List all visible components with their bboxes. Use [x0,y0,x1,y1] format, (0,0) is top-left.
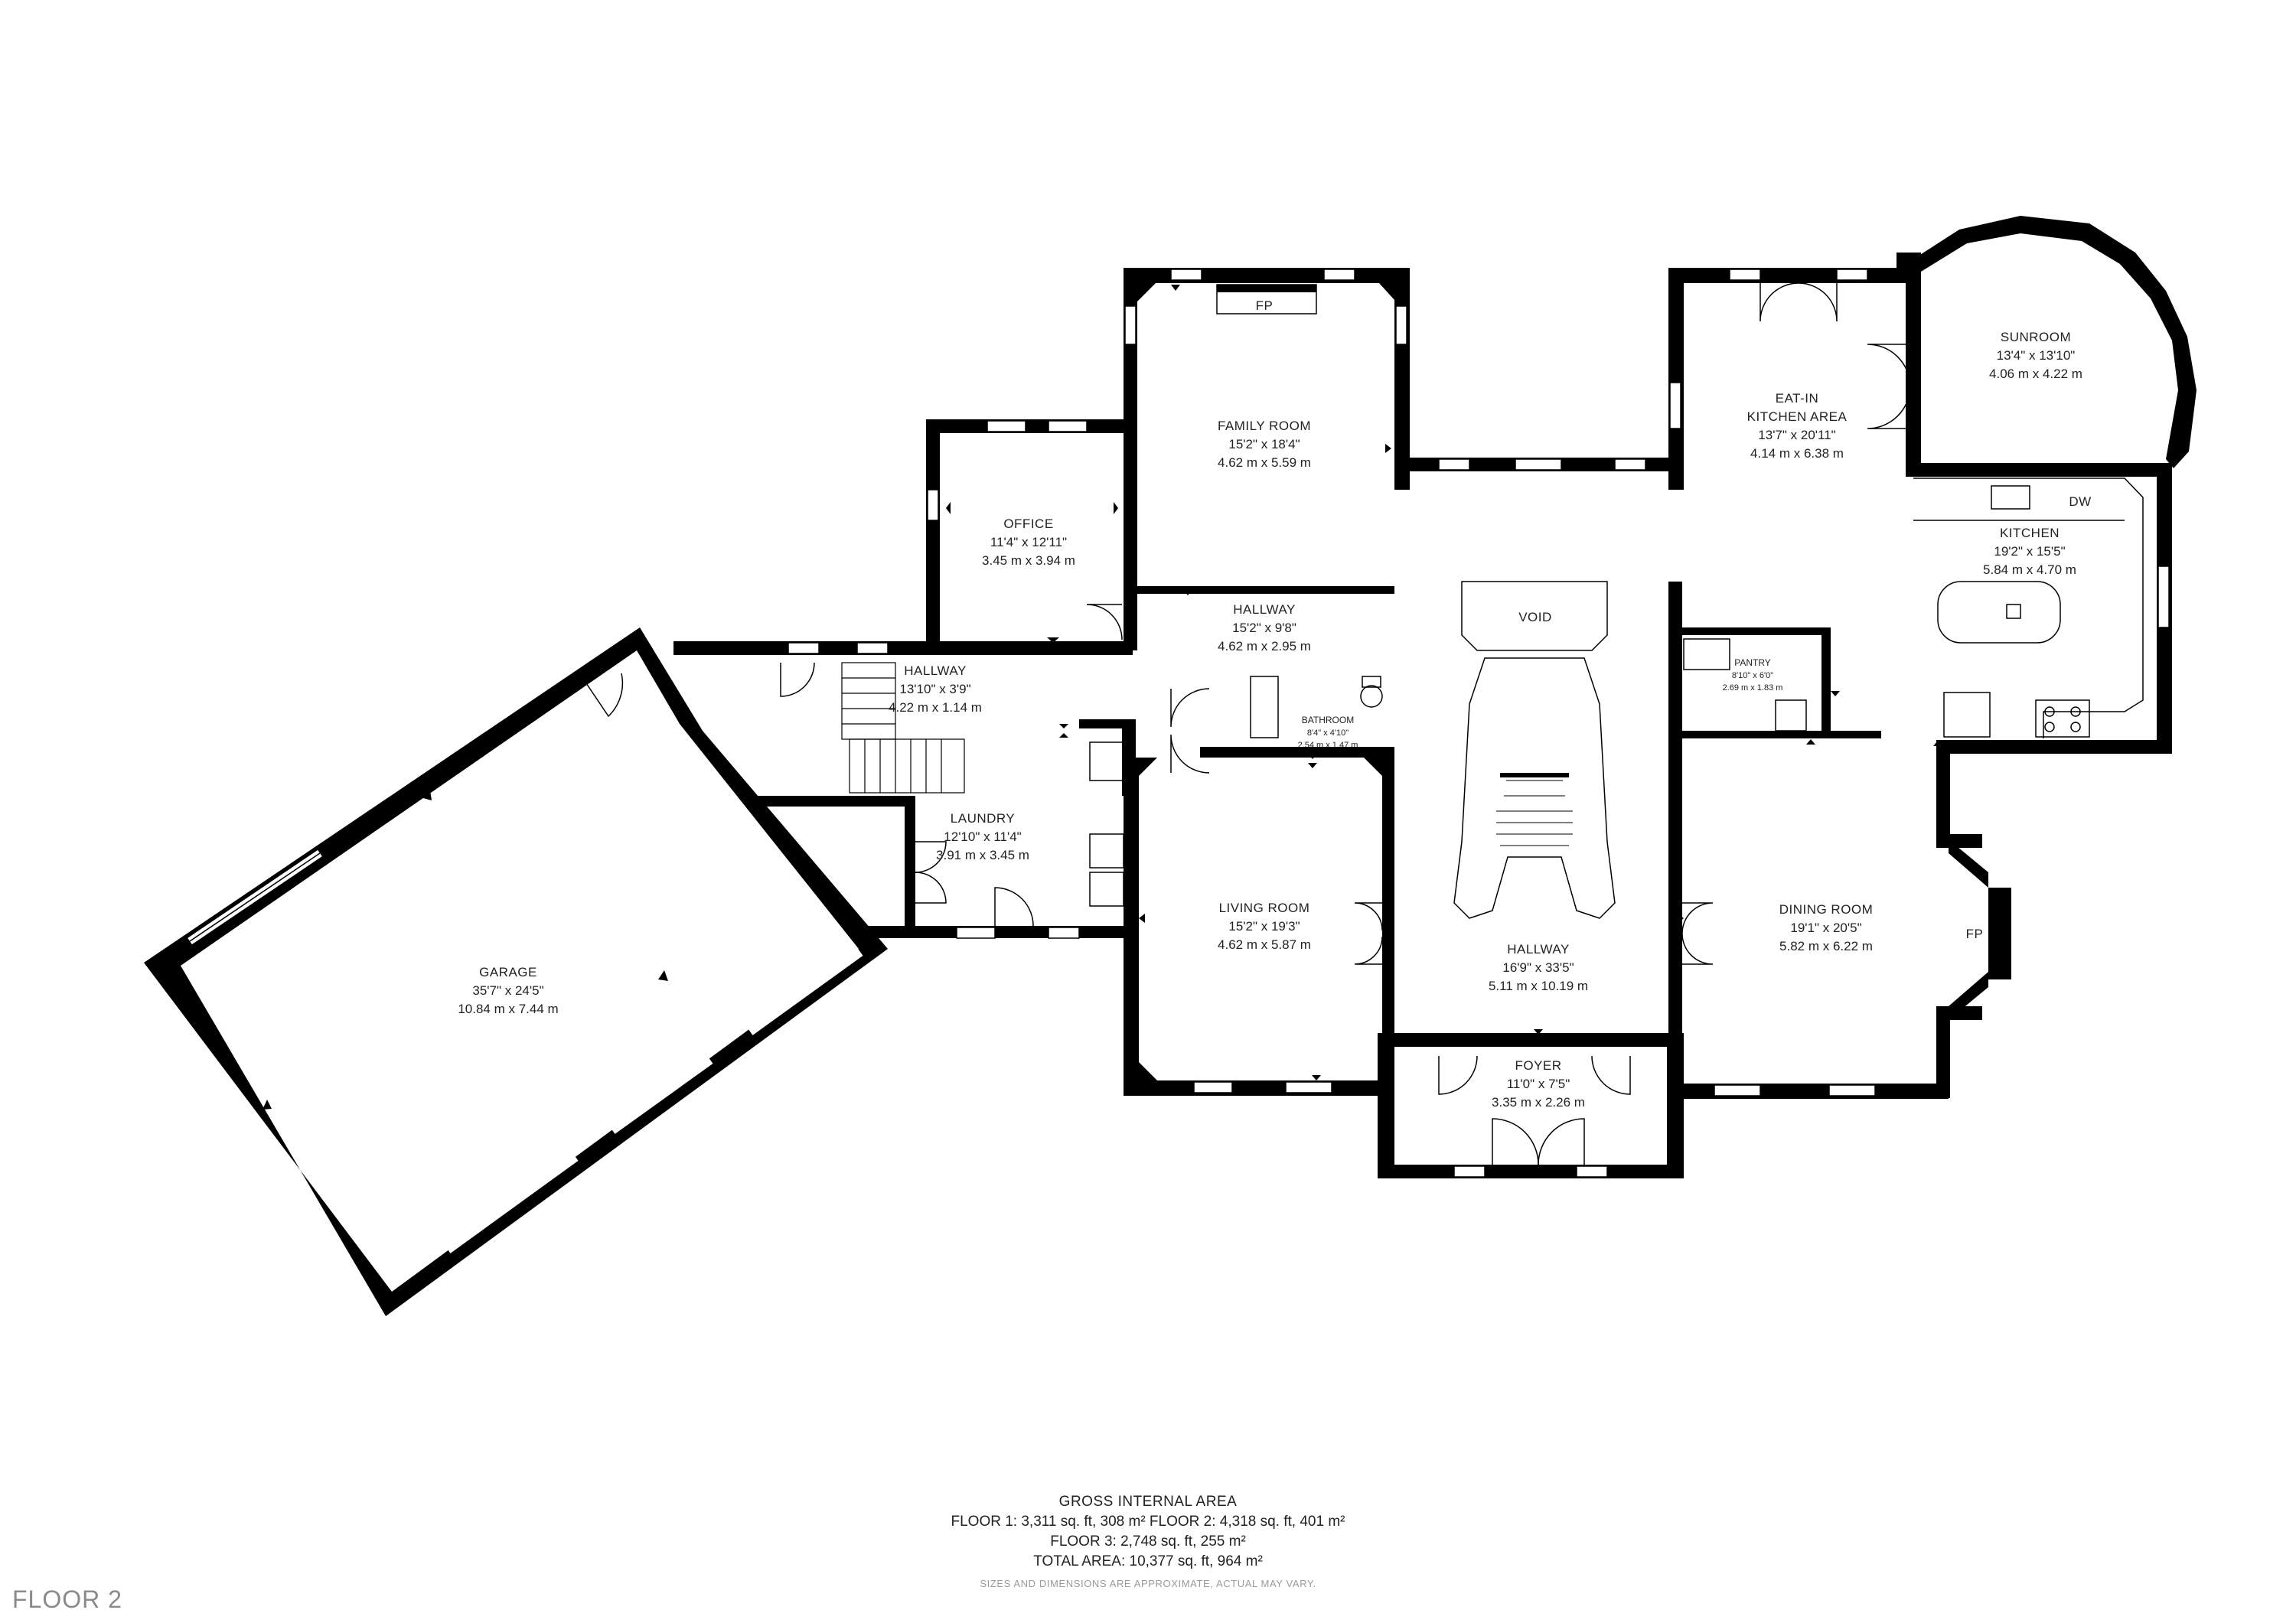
office-name: OFFICE [1003,517,1053,531]
office-dim-imperial: 11'4" x 12'11" [990,535,1067,549]
garage-door-1 [445,1153,579,1253]
area-title: GROSS INTERNAL AREA [1058,1494,1238,1510]
disclaimer-note: SIZES AND DIMENSIONS ARE APPROXIMATE, AC… [980,1578,1316,1589]
fireplace-label-dining: FP [1966,927,1984,941]
cooktop [2035,699,2090,738]
eat-in-kitchen-name-2: KITCHEN AREA [1747,409,1848,424]
office-dim-metric: 3.45 m x 3.94 m [982,553,1075,568]
foyer-name: FOYER [1515,1058,1561,1073]
kitchen-name: KITCHEN [2000,526,2060,540]
kitchen-dim-imperial: 19'2" x 15'5" [1994,544,2065,559]
kitchen-dim-metric: 5.84 m x 4.70 m [1983,562,2076,577]
family-room-dim-metric: 4.62 m x 5.59 m [1218,455,1311,470]
void-label: VOID [1518,610,1552,624]
kitchen-island [1937,581,2061,644]
eat-in-kitchen-name-1: EAT-IN [1776,391,1819,406]
garage-name: GARAGE [479,965,537,979]
garage-dim-imperial: 35'7" x 24'5" [472,983,543,998]
hallway-upper-name: HALLWAY [1233,602,1296,617]
area-summary: GROSS INTERNAL AREA FLOOR 1: 3,311 sq. f… [0,1492,2296,1589]
hallway-main-dim-metric: 5.11 m x 10.19 m [1489,979,1588,993]
dining-room-dim-metric: 5.82 m x 6.22 m [1779,939,1873,953]
bathroom-dim-imperial: 8'4" x 4'10" [1307,728,1349,738]
hallway-left-name: HALLWAY [904,663,967,678]
eat-in-kitchen-dim-imperial: 13'7" x 20'11" [1758,428,1835,442]
dining-room-name: DINING ROOM [1779,902,1874,917]
garage-door-3 [747,948,863,1035]
windows [788,269,2170,1178]
void-outline [1461,581,1608,651]
foyer-dim-imperial: 11'0" x 7'5" [1507,1077,1570,1091]
sunroom-name: SUNROOM [2001,330,2071,344]
house-walls [673,216,2197,1178]
fixtures [841,284,2144,919]
foyer-dim-metric: 3.35 m x 2.26 m [1492,1095,1585,1110]
hallway-main-dim-imperial: 16'9" x 33'5" [1502,960,1574,975]
dishwasher-label: DW [2069,494,2091,509]
hallway-left-dim-metric: 4.22 m x 1.14 m [889,700,982,715]
garage-dim-metric: 10.84 m x 7.44 m [458,1002,558,1016]
laundry-dim-imperial: 12'10" x 11'4" [944,829,1021,844]
living-room-dim-imperial: 15'2" x 19'3" [1228,919,1300,934]
area-total: TOTAL AREA: 10,377 sq. ft, 964 m² [1033,1553,1263,1569]
sunroom-dim-metric: 4.06 m x 4.22 m [1989,367,2082,381]
family-room-name: FAMILY ROOM [1218,419,1311,433]
doors [780,282,1911,1165]
hallway-main-name: HALLWAY [1507,942,1570,957]
dining-room-dim-imperial: 19'1" x 20'5" [1790,921,1861,935]
floor-label: FLOOR 2 [12,1586,122,1613]
hallway-left-dim-imperial: 13'10" x 3'9" [899,682,970,696]
fireplace-label-family: FP [1256,298,1274,313]
living-room-dim-metric: 4.62 m x 5.87 m [1218,937,1311,952]
eat-in-kitchen-dim-metric: 4.14 m x 6.38 m [1750,446,1844,461]
staircase [1453,657,1616,919]
living-room-name: LIVING ROOM [1219,901,1310,915]
sunroom-dim-imperial: 13'4" x 13'10" [1997,348,2076,363]
garage-door-2 [609,1056,713,1134]
pantry-dim-imperial: 8'10" x 6'0" [1732,671,1773,680]
laundry-name: LAUNDRY [951,811,1015,826]
hallway-upper-dim-imperial: 15'2" x 9'8" [1232,621,1296,635]
bathroom-dim-metric: 2.54 m x 1.47 m [1298,741,1358,750]
family-room-dim-imperial: 15'2" x 18'4" [1228,437,1300,451]
pantry-name: PANTRY [1734,657,1771,668]
room-labels: FP FAMILY ROOM 15'2" x 18'4" 4.62 m x 5.… [458,298,2091,1110]
markers [946,285,1962,1093]
garage [144,627,888,1316]
laundry-dim-metric: 3.91 m x 3.45 m [936,848,1029,862]
hallway-upper-dim-metric: 4.62 m x 2.95 m [1218,639,1311,653]
bathroom-name: BATHROOM [1302,715,1354,725]
area-line-1: FLOOR 1: 3,311 sq. ft, 308 m² FLOOR 2: 4… [951,1514,1345,1530]
pantry-dim-metric: 2.69 m x 1.83 m [1723,683,1783,693]
area-line-2: FLOOR 3: 2,748 sq. ft, 255 m² [1050,1533,1246,1550]
